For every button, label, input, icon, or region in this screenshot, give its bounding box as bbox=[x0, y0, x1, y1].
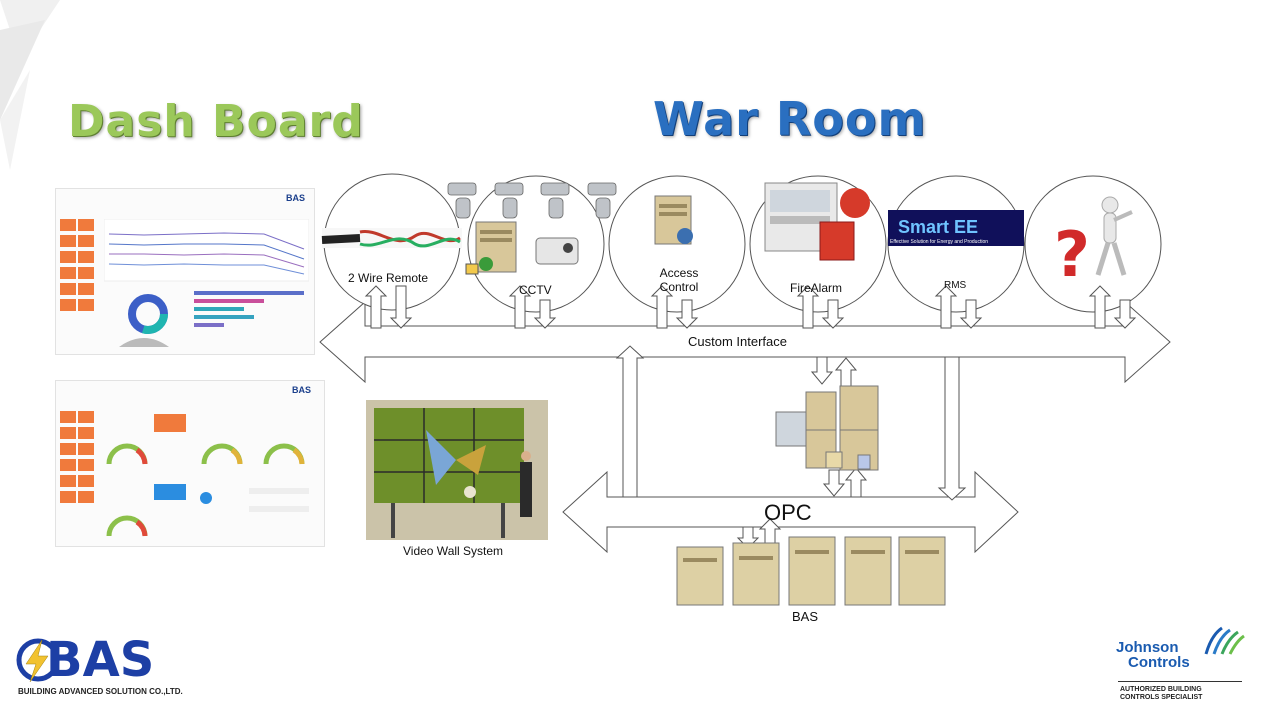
system-circle-unknown bbox=[1024, 175, 1162, 313]
custom-interface-bus-arrow bbox=[319, 300, 1171, 384]
war-room-title: War Room bbox=[653, 92, 927, 146]
label-bas: BAS bbox=[792, 609, 819, 624]
jc-tagline: AUTHORIZED BUILDING CONTROLS SPECIALIST bbox=[1120, 686, 1202, 702]
svg-text:?: ? bbox=[1054, 218, 1090, 291]
dashboard-mini-charts bbox=[104, 219, 309, 347]
corner-decoration bbox=[0, 0, 60, 170]
dashboard-mini-gauges bbox=[106, 443, 309, 537]
label-2-wire-remote: 2 Wire Remote bbox=[348, 271, 429, 285]
dashboard-screenshot-energy: BAS bbox=[55, 188, 315, 355]
smart-ee-subtitle: Effective Solution for Energy and Produc… bbox=[890, 239, 988, 245]
dashboard-screenshot-gauges: BAS bbox=[55, 380, 325, 547]
server-stack-icon bbox=[775, 385, 879, 471]
label-custom-interface: Custom Interface bbox=[688, 334, 787, 349]
johnson-controls-wave-icon bbox=[1204, 626, 1245, 655]
opc-bus-arrow bbox=[562, 470, 1019, 554]
jc-tagline-1: AUTHORIZED BUILDING bbox=[1120, 686, 1202, 693]
label-opc: OPC bbox=[764, 500, 812, 525]
bas-logo-text: BAS bbox=[46, 632, 155, 688]
label-fire-alarm: FireAlarm bbox=[790, 281, 843, 295]
dashboard-brand: BAS bbox=[286, 193, 306, 203]
jc-divider bbox=[1118, 681, 1242, 682]
access-control-server-icon bbox=[654, 195, 693, 245]
bas-lightning-logo-icon bbox=[16, 638, 60, 683]
johnson-controls-name: Johnson Controls bbox=[1116, 640, 1190, 670]
video-wall-photo bbox=[366, 400, 548, 540]
cctv-camera-icon bbox=[447, 182, 617, 219]
bas-server-row-icon bbox=[676, 536, 946, 606]
label-rms: RMS bbox=[944, 280, 967, 291]
label-cctv: CCTV bbox=[519, 283, 552, 297]
bas-company-name: BUILDING ADVANCED SOLUTION CO.,LTD. bbox=[18, 687, 183, 696]
cctv-server-icon bbox=[465, 221, 579, 275]
label-access-control: Access Control bbox=[659, 266, 699, 294]
cable-icon bbox=[321, 228, 462, 248]
fire-alarm-panel-icon bbox=[764, 182, 870, 261]
dashboard-title: Dash Board bbox=[68, 96, 364, 147]
video-wall-label: Video Wall System bbox=[403, 544, 504, 558]
smart-ee-logo-icon: Smart EE Effective Solution for Energy a… bbox=[888, 210, 1024, 246]
jc-tagline-2: CONTROLS SPECIALIST bbox=[1120, 694, 1203, 701]
dashboard-brand-2: BAS bbox=[292, 385, 312, 395]
jc-name-line-1: Johnson bbox=[1116, 639, 1179, 656]
smart-ee-title: Smart EE bbox=[898, 217, 978, 237]
jc-name-line-2: Controls bbox=[1128, 654, 1190, 671]
question-mark-figure-icon: ? bbox=[1054, 196, 1133, 291]
